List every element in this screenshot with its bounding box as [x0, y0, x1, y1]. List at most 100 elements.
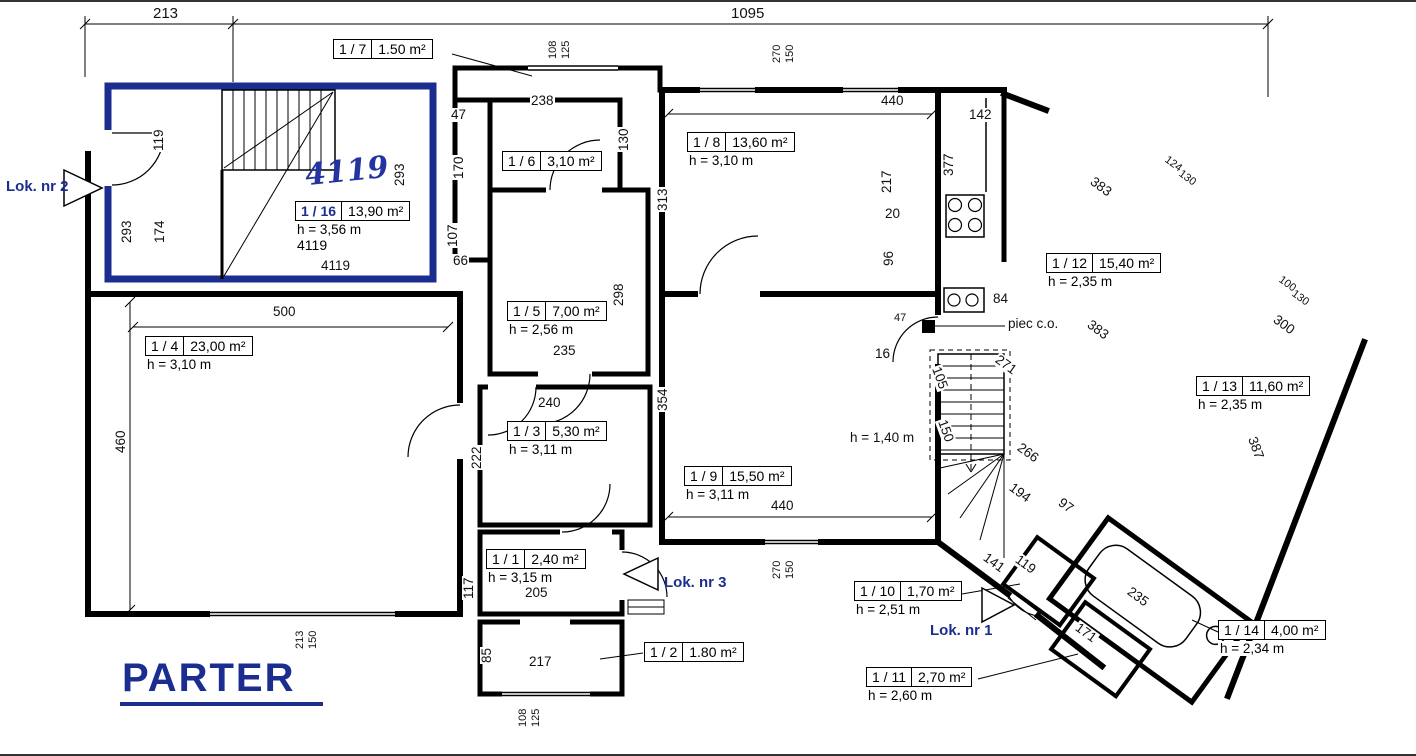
room-height: h = 3,11 m	[684, 487, 752, 503]
room-id: 1 / 3	[508, 422, 547, 441]
dim-47-left: 47	[450, 107, 468, 123]
room-height: h = 2,60 m	[866, 688, 935, 704]
page-title: PARTER	[120, 657, 324, 706]
entrance-arrows	[63, 168, 1016, 624]
main-staircase	[929, 349, 1042, 621]
dim-47-stair: 47	[893, 312, 908, 325]
label-stair-height: h = 1,40 m	[850, 430, 915, 445]
room-height: h = 3,15 m	[486, 570, 555, 586]
room-area: 1.80 m²	[689, 644, 737, 660]
room-extra-dim: 4119	[295, 237, 330, 254]
label-piec-co: piec c.o.	[1008, 316, 1059, 331]
room-id: 1 / 2	[645, 643, 684, 662]
room-height: h = 2,34 m	[1218, 641, 1287, 657]
dim-142: 142	[968, 107, 993, 123]
dim-270-top: 270	[771, 43, 784, 64]
dim-66: 66	[452, 253, 470, 269]
room-area: 1,70 m²	[907, 583, 955, 599]
entry-steps-lok3	[627, 599, 665, 615]
room-label-1-10: 1 / 10 1,70 m² h = 2,51 m	[854, 581, 962, 618]
dimension-lines	[79, 16, 1274, 616]
room-area: 13,60 m²	[732, 134, 788, 150]
room-height: h = 2,51 m	[854, 602, 923, 618]
dim-313: 313	[655, 187, 671, 212]
dim-235-r5: 235	[552, 343, 577, 359]
dim-96: 96	[881, 249, 897, 267]
room-height: h = 2,35 m	[1196, 397, 1265, 413]
dim-150-bottom: 150	[784, 559, 797, 580]
room-id: 1 / 12	[1047, 254, 1094, 273]
dim-125-bottom: 125	[530, 707, 543, 728]
label-lok-3: Lok. nr 3	[664, 574, 727, 591]
boiler-icon	[922, 320, 935, 333]
room-area: 7,00 m²	[552, 303, 600, 319]
windows	[210, 64, 898, 697]
dim-1095-top: 1095	[730, 5, 766, 22]
dim-293-right: 293	[392, 162, 408, 187]
dim-150-window: 150	[307, 629, 320, 650]
leader-lines	[451, 53, 1219, 680]
room-id: 1 / 7	[334, 40, 373, 59]
label-lok-2: Lok. nr 2	[6, 178, 69, 195]
door-openings	[456, 186, 1008, 626]
dim-108-bottom: 108	[517, 707, 530, 728]
stairs-unit16	[220, 89, 336, 279]
room-tag: 1 / 2 1.80 m²	[644, 642, 744, 663]
room-tag: 1 / 1 2,40 m²	[486, 549, 586, 570]
room-height: h = 3,56 m	[295, 222, 364, 238]
room-tag: 1 / 10 1,70 m²	[854, 581, 962, 602]
dim-217-bottom: 217	[528, 654, 553, 670]
dim-108-top: 108	[547, 39, 560, 60]
dim-213-window: 213	[294, 629, 307, 650]
dim-150-top: 150	[784, 43, 797, 64]
dim-270-bottom: 270	[771, 559, 784, 580]
sink-icon	[943, 287, 985, 313]
door-swings	[407, 139, 1039, 617]
room-area: 23,00 m²	[190, 338, 246, 354]
room-id: 1 / 1	[487, 550, 526, 569]
room-id: 1 / 10	[855, 582, 902, 601]
dim-107: 107	[445, 223, 461, 248]
dim-213-top: 213	[152, 5, 180, 22]
room-label-1-1: 1 / 1 2,40 m² h = 3,15 m	[486, 549, 586, 586]
dim-460: 460	[113, 429, 129, 454]
dim-85: 85	[479, 646, 495, 664]
dim-293-left: 293	[119, 219, 135, 244]
room-unit11	[1048, 599, 1153, 699]
dim-440-bottom: 440	[770, 498, 795, 514]
room-id: 1 / 16	[296, 202, 343, 221]
dim-238: 238	[530, 93, 555, 109]
room-height: h = 2,35 m	[1046, 274, 1115, 290]
dim-84: 84	[992, 291, 1010, 307]
dim-377: 377	[941, 152, 957, 177]
arrow-lok3-icon	[622, 556, 659, 592]
dim-217-r8: 217	[879, 169, 895, 194]
dim-222: 222	[469, 445, 485, 470]
room-area: 2,40 m²	[531, 551, 579, 567]
dim-205: 205	[524, 585, 549, 601]
dim-16: 16	[874, 346, 892, 362]
arrow-lok1-icon	[981, 586, 1016, 624]
dim-174: 174	[152, 219, 168, 244]
room-id: 1 / 9	[685, 467, 724, 486]
dim-298: 298	[611, 282, 627, 307]
